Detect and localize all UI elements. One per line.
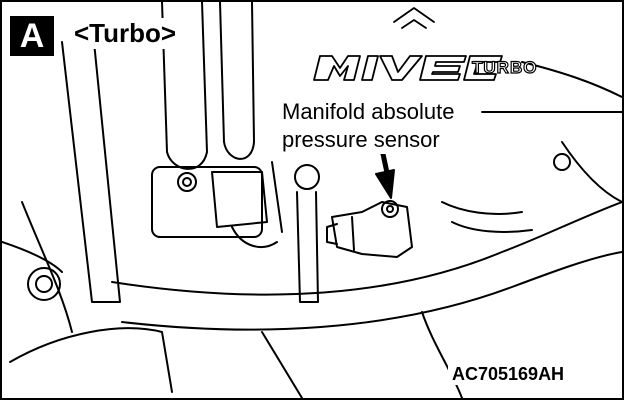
reference-code: AC705169AH xyxy=(448,364,569,385)
view-letter-badge: A xyxy=(10,16,54,56)
logo-turbo-text: TURBO xyxy=(471,57,538,77)
arrow-down-icon xyxy=(375,151,395,199)
cross-member xyxy=(111,201,622,398)
throttle-body xyxy=(151,161,283,248)
hose-center xyxy=(161,2,255,170)
center-rod xyxy=(294,164,320,303)
mivec-logo-icon xyxy=(313,7,503,81)
intake-pipe-left xyxy=(2,41,173,393)
sensor-callout: Manifold absolute pressure sensor xyxy=(280,98,457,154)
pressure-sensor xyxy=(326,200,413,258)
callout-line-2: pressure sensor xyxy=(282,127,440,152)
variant-label: <Turbo> xyxy=(70,18,181,49)
callout-line-1: Manifold absolute xyxy=(282,99,455,124)
hose-right xyxy=(441,61,622,233)
